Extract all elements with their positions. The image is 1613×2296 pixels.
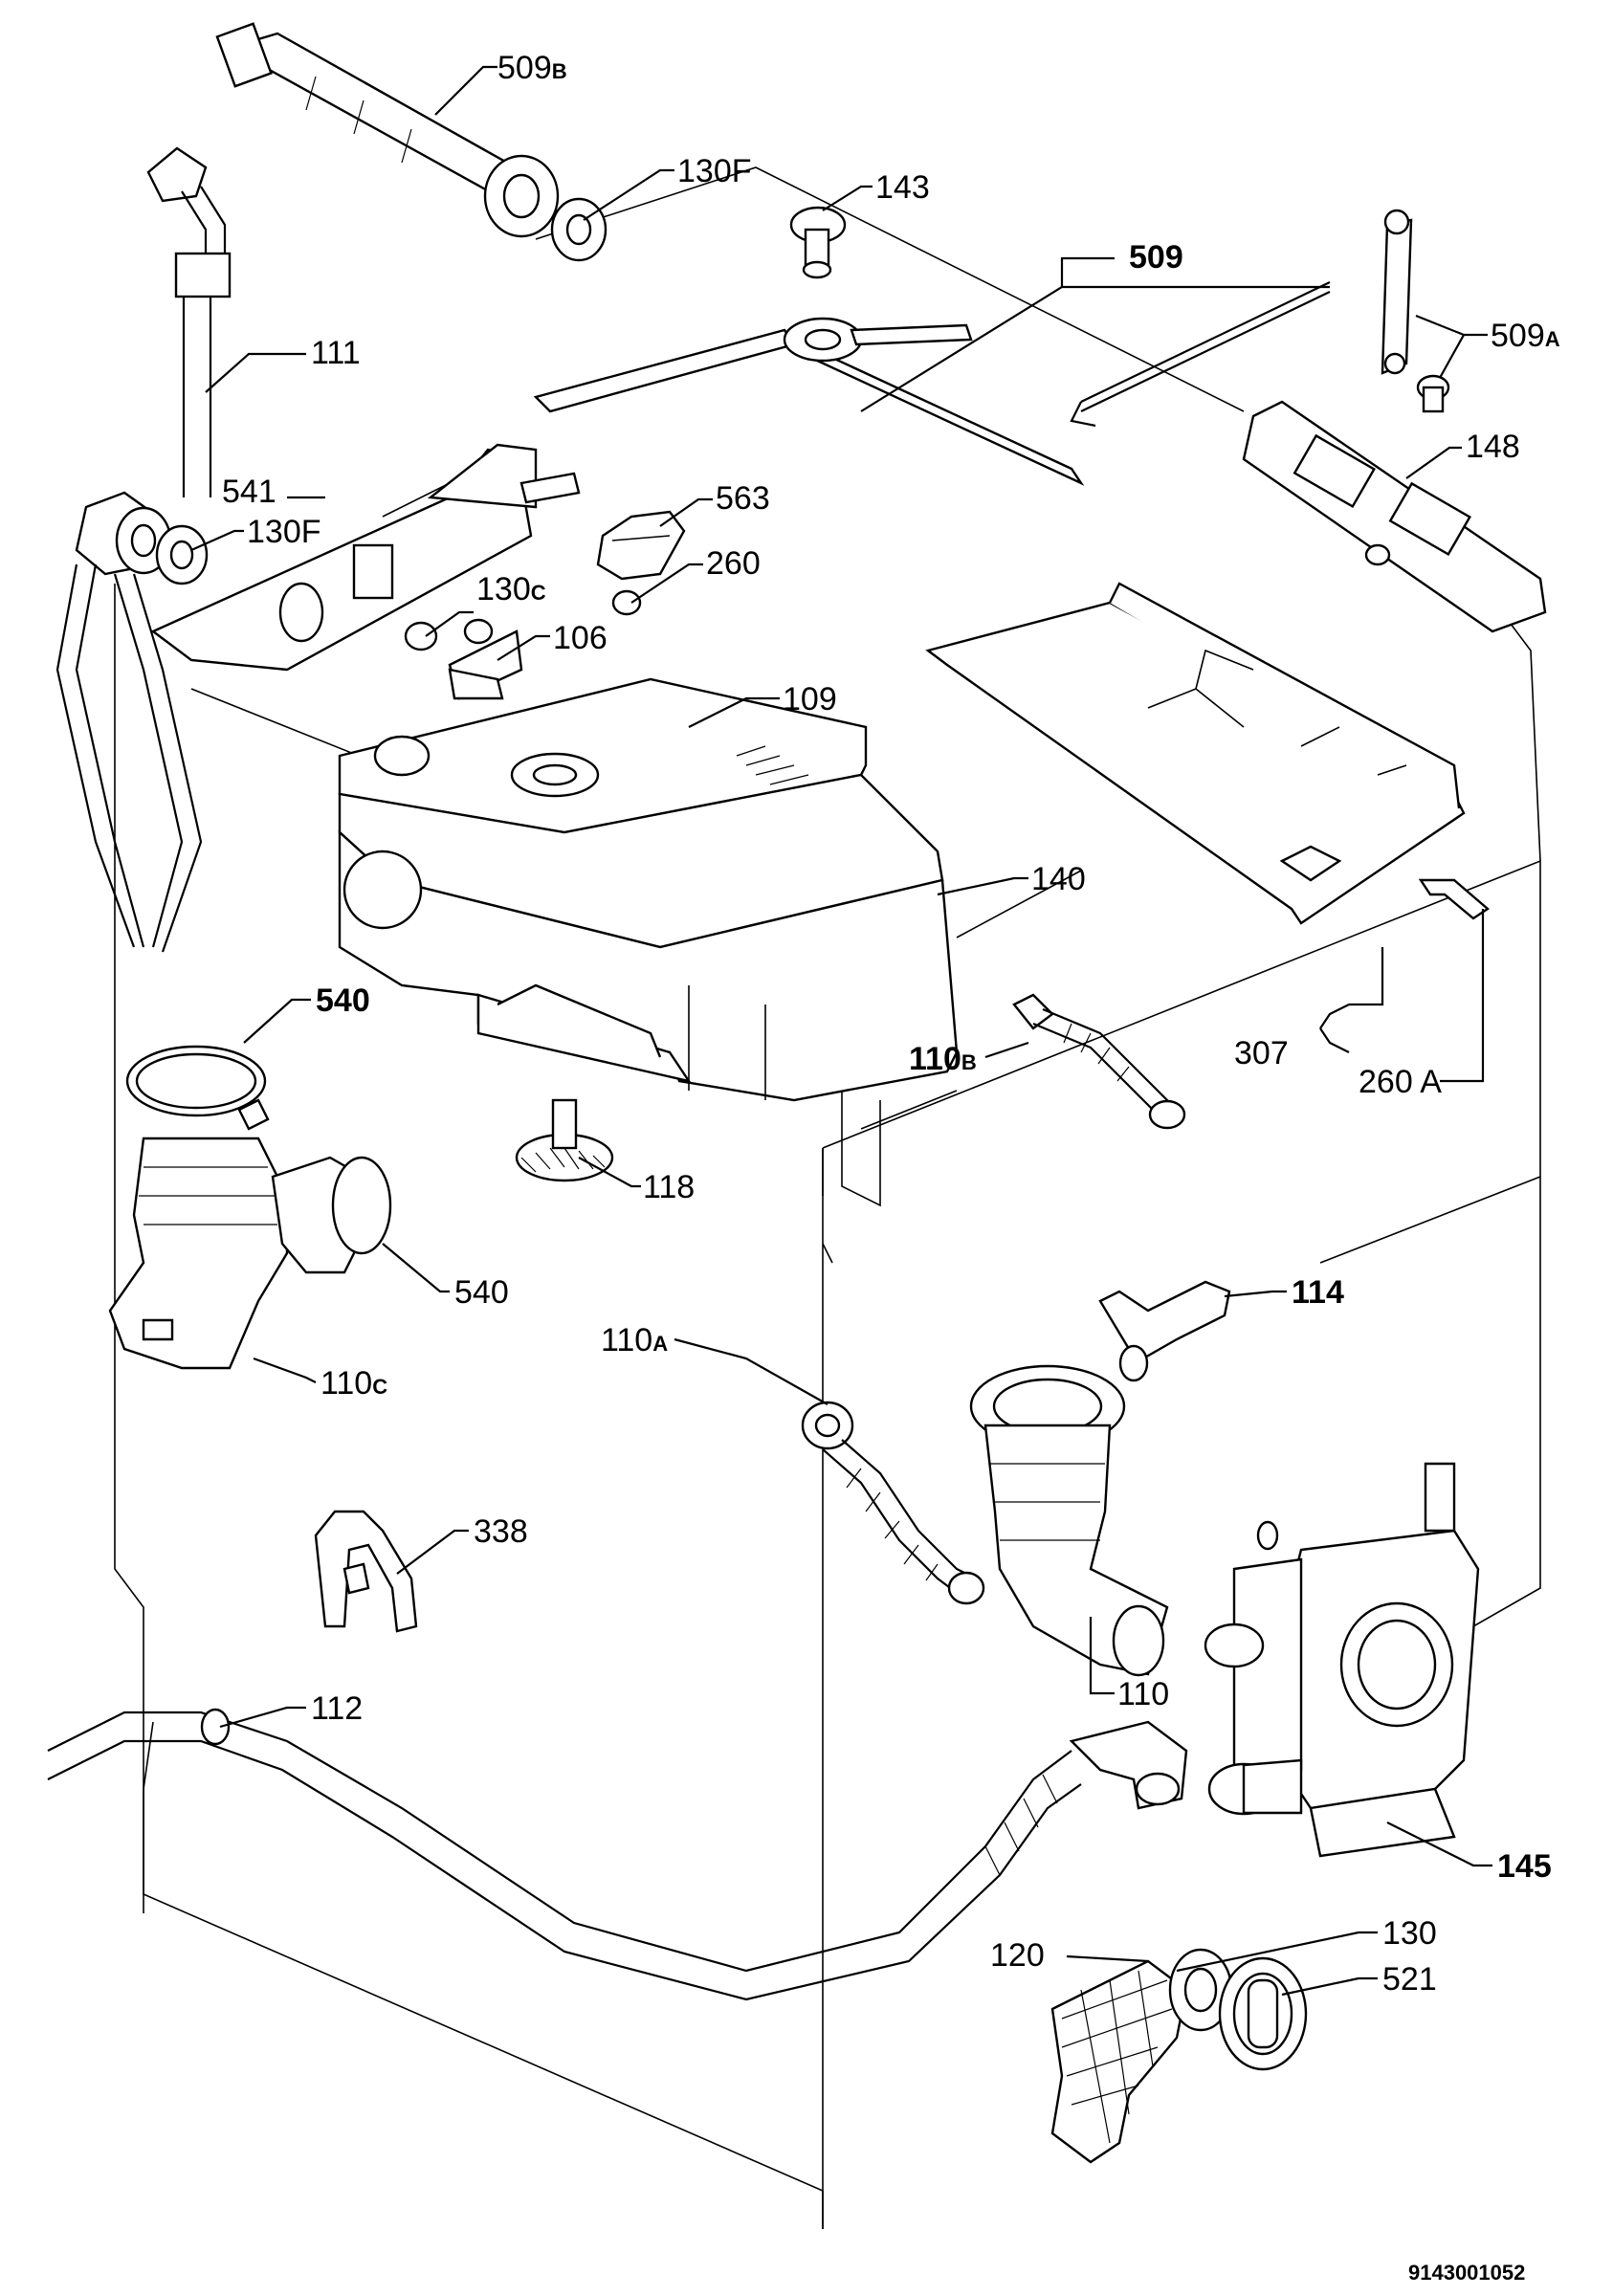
label-307: 307 — [1234, 1035, 1289, 1071]
label-260a: 260 A — [1359, 1064, 1442, 1100]
label-110a: 110A — [601, 1322, 668, 1358]
part-307-drawer — [925, 582, 1466, 925]
label-130f-top: 130F — [677, 153, 752, 189]
part-110a-hose — [801, 1401, 985, 1605]
label-540-top: 540 — [316, 982, 370, 1019]
part-541-bracket — [150, 443, 581, 672]
part-145-pump — [1204, 1462, 1480, 1858]
part-540-top-clamp — [125, 1045, 270, 1131]
part-111-inlet-hose — [146, 146, 232, 497]
label-143: 143 — [875, 169, 930, 206]
part-540-bellows — [108, 1137, 392, 1370]
leader-lines — [190, 65, 1492, 1997]
label-338: 338 — [474, 1513, 528, 1550]
part-112-drain-hose — [47, 1708, 1188, 2001]
label-509b: 509B — [497, 50, 567, 86]
label-260: 260 — [706, 545, 761, 582]
label-109: 109 — [783, 681, 837, 718]
part-260-nut — [611, 589, 642, 616]
part-130f-top-filter — [550, 197, 608, 262]
part-labels: 509B 130F 143 509 509A 111 148 541 130F … — [222, 50, 1560, 2285]
part-143-knob — [789, 206, 847, 279]
part-521-filter-cap — [1218, 1956, 1308, 2071]
label-140: 140 — [1031, 861, 1086, 897]
label-148: 148 — [1466, 429, 1520, 465]
label-110: 110 — [1117, 1676, 1169, 1712]
label-106: 106 — [553, 620, 608, 656]
part-509a-small-lever — [1381, 209, 1450, 413]
part-338-u-clip — [314, 1510, 418, 1633]
label-509: 509 — [1129, 239, 1183, 276]
part-509b-inlet-pipe — [215, 22, 560, 238]
label-110b: 110B — [909, 1041, 977, 1077]
label-120: 120 — [990, 1937, 1045, 1974]
part-509-rod — [1070, 281, 1331, 428]
label-110c: 110C — [320, 1365, 387, 1402]
label-540-bottom: 540 — [454, 1274, 509, 1311]
part-120-filter — [1050, 1959, 1188, 2164]
label-130f-left: 130F — [247, 514, 321, 550]
part-114-clip — [1098, 1280, 1231, 1382]
part-118-wheel — [515, 1098, 614, 1182]
label-145: 145 — [1497, 1848, 1552, 1885]
part-130f-left-filter — [155, 524, 209, 585]
part-509-lever-arm — [533, 317, 1085, 486]
part-130c-filter — [404, 621, 438, 651]
part-148-drawer-front — [1242, 400, 1547, 633]
label-114: 114 — [1292, 1274, 1344, 1311]
label-509a: 509A — [1491, 318, 1560, 354]
label-130c: 130C — [476, 571, 546, 607]
part-110b-small-hose — [1012, 993, 1186, 1130]
label-563: 563 — [716, 480, 770, 517]
label-111: 111 — [311, 335, 361, 371]
part-563-cover — [596, 510, 686, 581]
part-260a-clip — [1418, 878, 1490, 920]
document-code: 9143001052 — [1408, 2261, 1525, 2285]
label-541: 541 — [222, 474, 276, 510]
part-106-valve — [448, 618, 523, 700]
part-110-elbow — [969, 1364, 1169, 1677]
label-118: 118 — [643, 1169, 695, 1205]
part-140-tray-bottom — [338, 829, 959, 1102]
label-521: 521 — [1382, 1961, 1437, 1998]
label-112: 112 — [311, 1690, 363, 1727]
label-130: 130 — [1382, 1915, 1437, 1952]
